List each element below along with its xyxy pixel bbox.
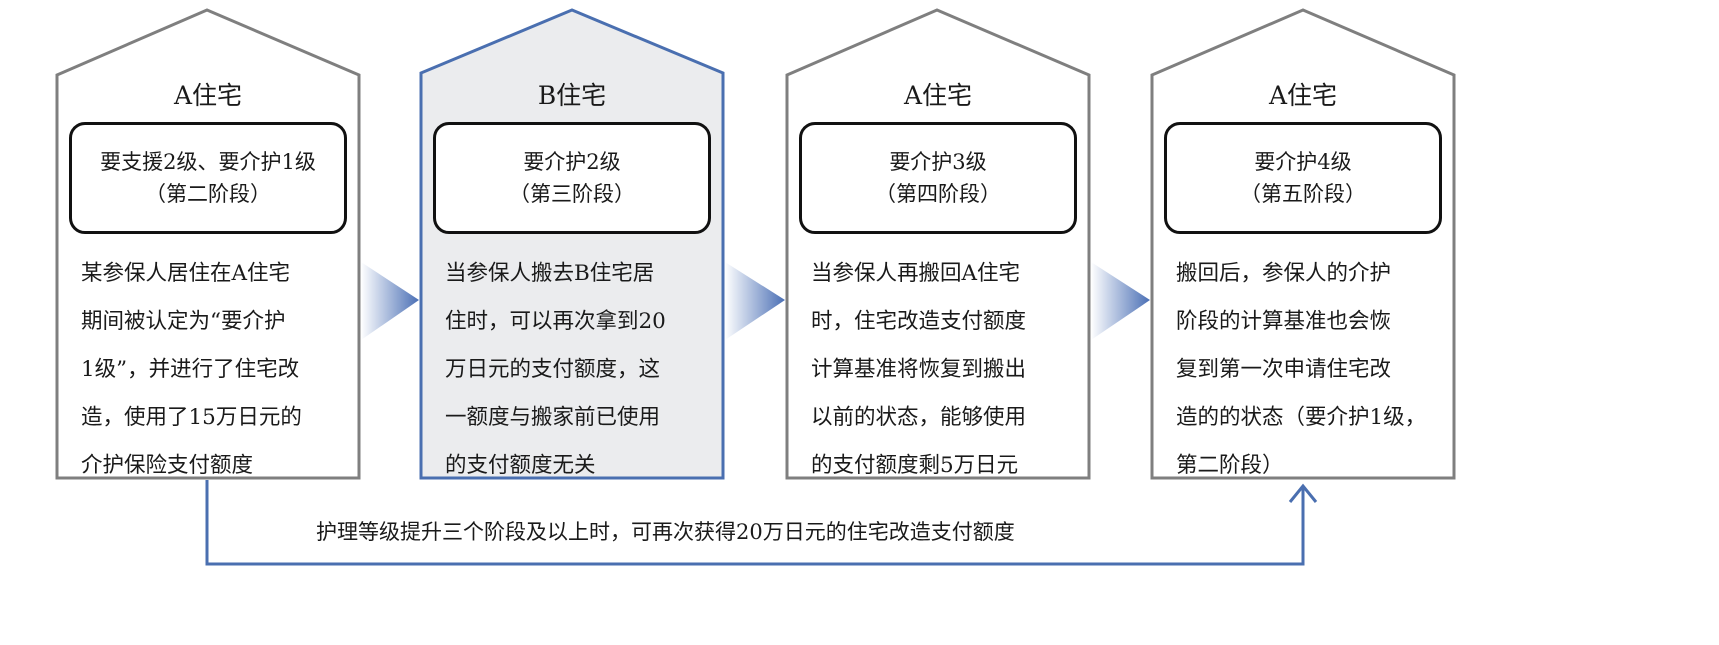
arrow-right-icon [1091, 262, 1150, 340]
house-title: A住宅 [1268, 81, 1338, 110]
arrow-right-icon [361, 262, 419, 340]
house-description: 某参保人居住在A住宅 期间被认定为“要介护 1级”，并进行了住宅改 造，使用了1… [81, 250, 343, 490]
care-stage: （第三阶段） [509, 182, 635, 206]
house-description: 搬回后，参保人的介护 阶段的计算基准也会恢 复到第一次申请住宅改 造的的状态（要… [1176, 250, 1438, 490]
care-level-box: 要支援2级、要介护1级 （第二阶段） [69, 122, 347, 234]
house-b-stage3: B住宅 要介护2级 （第三阶段） 当参保人搬去B住宅居 住时，可以再次拿到20 … [421, 0, 723, 480]
description-line: 阶段的计算基准也会恢 [1176, 309, 1392, 334]
description-line: 造，使用了15万日元的 [81, 405, 302, 430]
care-level: 要介护3级 [889, 150, 987, 174]
arrow-up-icon [1288, 483, 1318, 503]
description-line: 计算基准将恢复到搬出 [811, 357, 1027, 382]
description-line: 住时，可以再次拿到20 [445, 309, 666, 334]
care-level: 要支援2级、要介护1级 [100, 150, 316, 174]
description-line: 搬回后，参保人的介护 [1176, 261, 1392, 286]
care-stage: （第四阶段） [875, 182, 1001, 206]
care-level: 要介护4级 [1254, 150, 1352, 174]
description-line: 的支付额度剩5万日元 [811, 453, 1019, 478]
care-stage: （第五阶段） [1240, 182, 1366, 206]
description-line: 当参保人搬去B住宅居 [445, 261, 655, 286]
care-level-box: 要介护3级 （第四阶段） [799, 122, 1077, 234]
house-a-stage5: A住宅 要介护4级 （第五阶段） 搬回后，参保人的介护 阶段的计算基准也会恢 复… [1152, 0, 1454, 480]
house-a-stage2: A住宅 要支援2级、要介护1级 （第二阶段） 某参保人居住在A住宅 期间被认定为… [57, 0, 359, 480]
description-line: 的支付额度无关 [445, 453, 596, 478]
connector-line [205, 480, 1305, 566]
description-line: 介护保险支付额度 [81, 453, 254, 478]
description-line: 一额度与搬家前已使用 [445, 405, 661, 430]
description-line: 时，住宅改造支付额度 [811, 309, 1027, 334]
care-level-box: 要介护2级 （第三阶段） [433, 122, 711, 234]
description-line: 当参保人再搬回A住宅 [811, 261, 1021, 286]
description-line: 复到第一次申请住宅改 [1176, 357, 1392, 382]
house-a-stage4: A住宅 要介护3级 （第四阶段） 当参保人再搬回A住宅 时，住宅改造支付额度 计… [787, 0, 1089, 480]
description-line: 某参保人居住在A住宅 [81, 261, 291, 286]
arrow-right-icon [725, 262, 785, 340]
house-title: A住宅 [903, 81, 973, 110]
connector-note: 护理等级提升三个阶段及以上时，可再次获得20万日元的住宅改造支付额度 [316, 520, 1015, 544]
care-level-box: 要介护4级 （第五阶段） [1164, 122, 1442, 234]
description-line: 第二阶段） [1176, 453, 1284, 478]
description-line: 万日元的支付额度，这 [445, 357, 661, 382]
house-title: B住宅 [537, 81, 607, 110]
house-description: 当参保人搬去B住宅居 住时，可以再次拿到20 万日元的支付额度，这 一额度与搬家… [445, 250, 707, 490]
description-line: 以前的状态，能够使用 [811, 405, 1027, 430]
description-line: 造的的状态（要介护1级， [1176, 405, 1427, 430]
description-line: 期间被认定为“要介护 [81, 309, 286, 334]
house-description: 当参保人再搬回A住宅 时，住宅改造支付额度 计算基准将恢复到搬出 以前的状态，能… [811, 250, 1073, 490]
care-stage: （第二阶段） [145, 182, 271, 206]
care-level: 要介护2级 [523, 150, 621, 174]
description-line: 1级”，并进行了住宅改 [81, 357, 300, 382]
house-title: A住宅 [173, 81, 243, 110]
